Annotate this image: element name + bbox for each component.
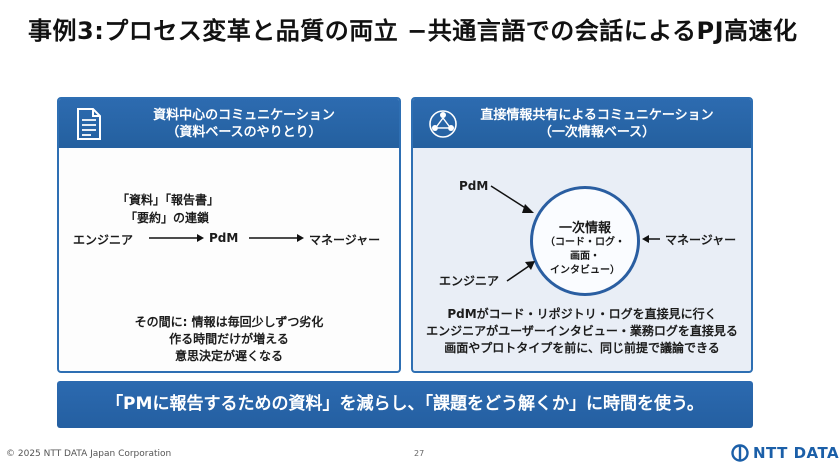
arrow-to-center-icon <box>490 185 534 213</box>
right-panel-header: 直接情報共有によるコミュニケーション （一次情報ベース） <box>413 99 751 148</box>
left-footer-line2: 作る時間だけが増える <box>169 332 289 346</box>
arrow-right-icon <box>249 234 304 242</box>
right-panel-heading: 直接情報共有によるコミュニケーション <box>480 108 714 123</box>
arrow-right-icon <box>149 234 204 242</box>
left-panel-subheading: （資料ベースのやりとり） <box>166 125 322 140</box>
left-footer-line1: その間に: 情報は毎回少しずつ劣化 <box>134 315 324 329</box>
right-footer-line1: PdMがコード・リポジトリ・ログを直接見に行く <box>447 307 717 321</box>
right-panel-subheading: （一次情報ベース） <box>538 125 656 140</box>
primary-info-detail: （コード・ログ・ 画面・ インタビュー） <box>533 236 637 278</box>
direct-sharing-panel: 直接情報共有によるコミュニケーション （一次情報ベース） PdM 一次情報 （コ… <box>411 97 753 373</box>
pdm-node: PdM <box>209 231 239 245</box>
document-icon <box>77 108 101 140</box>
left-panel-header: 資料中心のコミュニケーション （資料ベースのやりとり） <box>59 99 399 148</box>
right-footer-line2: エンジニアがユーザーインタビュー・業務ログを直接見る <box>426 324 738 338</box>
primary-info-circle: 一次情報 （コード・ログ・ 画面・ インタビュー） <box>530 186 640 296</box>
logo-text: NTT DATA <box>753 444 840 462</box>
manager-node: マネージャー <box>309 233 381 247</box>
left-panel-heading: 資料中心のコミュニケーション <box>153 108 335 123</box>
page-number: 27 <box>414 449 425 458</box>
primary-info-line1: （コード・ログ・ <box>545 237 625 248</box>
primary-info-line3: インタビュー） <box>550 265 620 276</box>
flow-note-line2: 「要約」の連鎖 <box>125 211 210 225</box>
network-people-icon <box>429 110 457 138</box>
slide-title: 事例3:プロセス変革と品質の両立 −共通言語での会話によるPJ高速化 <box>28 17 798 45</box>
manager-node: マネージャー <box>665 233 737 247</box>
engineer-node: エンジニア <box>439 274 500 288</box>
flow-note-line1: 「資料」「報告書」 <box>117 193 220 207</box>
document-communication-panel: 資料中心のコミュニケーション （資料ベースのやりとり） 「資料」「報告書」 「要… <box>57 97 401 373</box>
logo-mark-icon <box>731 444 749 462</box>
arrow-to-center-icon <box>506 261 535 282</box>
copyright-text: © 2025 NTT DATA Japan Corporation <box>6 449 172 459</box>
key-message-banner: 「PMに報告するための資料」を減らし、「課題をどう解くか」に時間を使う。 <box>57 381 753 428</box>
left-footer-line3: 意思決定が遅くなる <box>174 349 283 363</box>
right-footer-line3: 画面やプロトタイプを前に、同じ前提で議論できる <box>444 341 720 355</box>
pdm-node: PdM <box>459 179 489 193</box>
arrow-left-icon <box>642 235 660 243</box>
primary-info-line2: 画面・ <box>570 251 600 262</box>
engineer-node: エンジニア <box>73 233 134 247</box>
primary-info-title: 一次情報 <box>558 221 611 236</box>
